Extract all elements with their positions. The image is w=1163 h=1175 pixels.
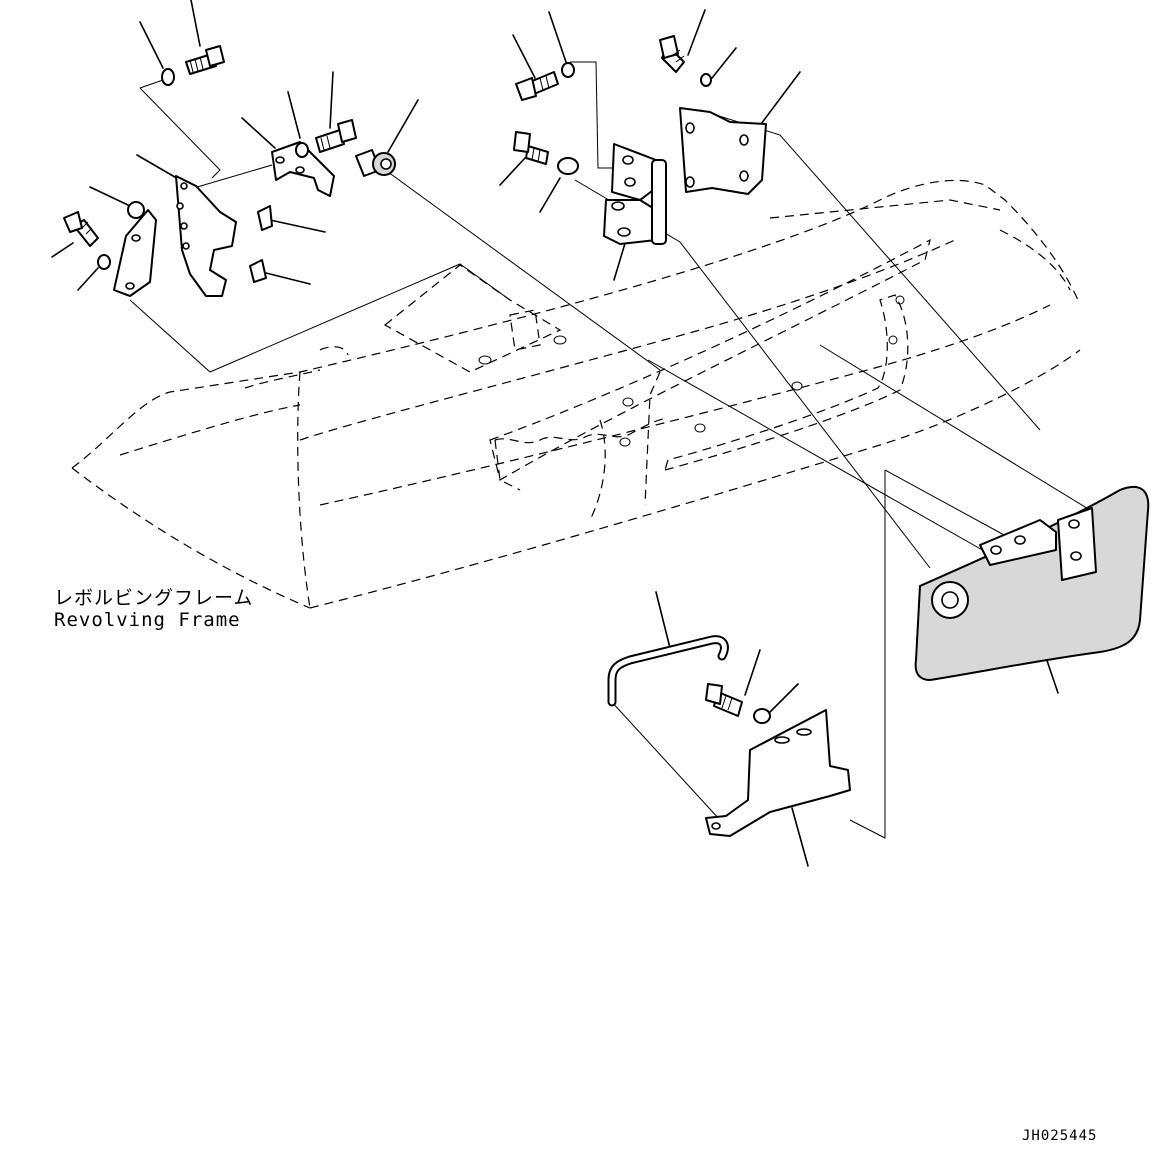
clip-lower (249, 259, 267, 283)
bolt-upper (315, 119, 357, 153)
washer-top-right (700, 73, 712, 87)
washer-lower (753, 708, 771, 724)
cover-panel (914, 485, 1150, 682)
rod (607, 635, 729, 707)
bracket-small-upper (271, 141, 335, 197)
drawing-code: JH025445 (1022, 1128, 1098, 1144)
washer-left (97, 254, 111, 270)
washer-top-center (561, 62, 575, 78)
plate-small-left (113, 209, 157, 297)
frame-label-japanese: レボルビングフレーム (54, 587, 254, 609)
leader-lines (51, 0, 1059, 867)
bolt-top-right (659, 35, 685, 73)
bracket-lower (705, 709, 851, 837)
assembly-guide-lines (129, 61, 1091, 839)
bolt-mid-center (513, 131, 549, 165)
bolt-top-left (185, 45, 225, 75)
clip-upper (257, 205, 273, 231)
bolt-left (63, 211, 99, 247)
nut-cap (355, 149, 396, 177)
hinge (603, 107, 767, 245)
frame-label-english: Revolving Frame (54, 609, 241, 631)
revolving-frame-outline (71, 179, 1081, 609)
bolt-top-center (515, 71, 559, 101)
washer-mid-center (557, 157, 579, 175)
washer-upper (295, 142, 309, 158)
bracket-large-left (175, 175, 237, 297)
bolt-lower (705, 683, 743, 717)
nut-left (127, 201, 145, 219)
washer-top-left (161, 68, 175, 86)
